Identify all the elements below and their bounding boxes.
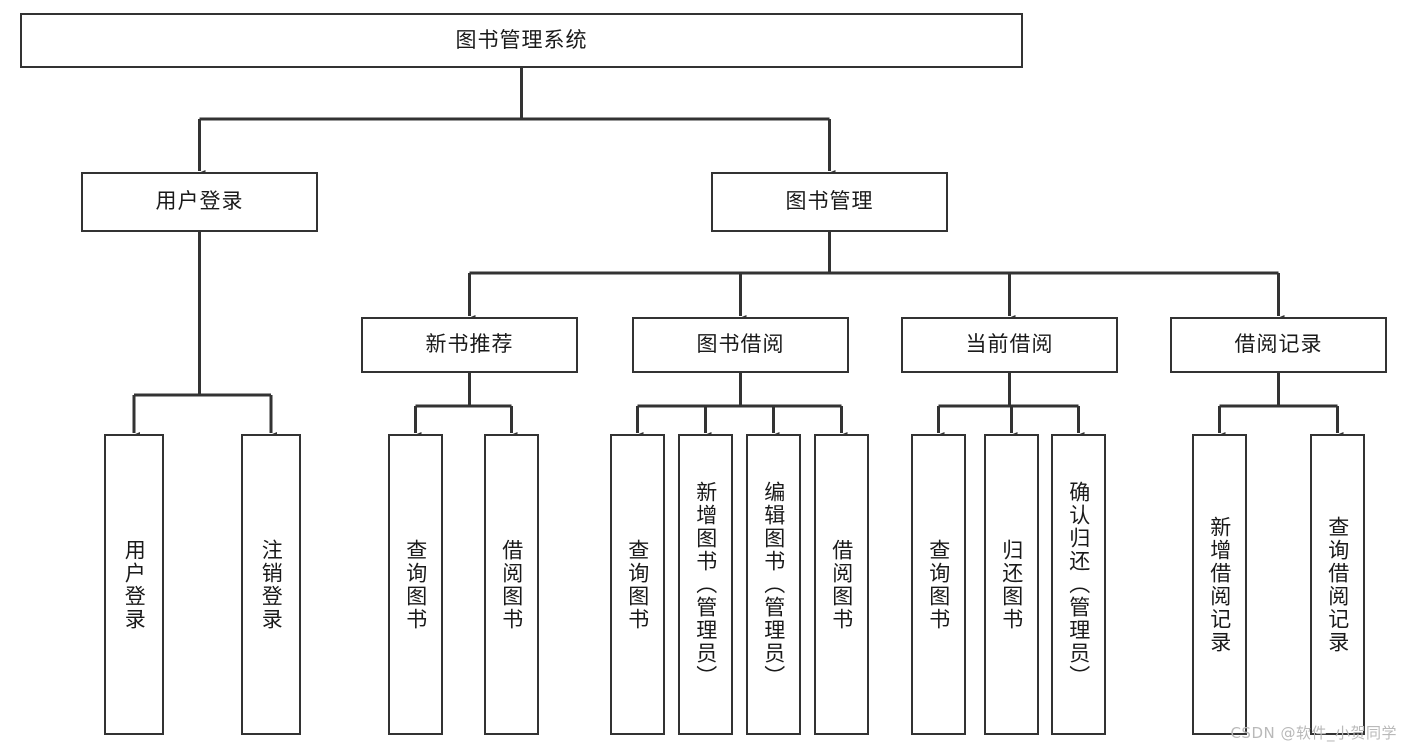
node-label: 编辑图书（管理员） [761,481,786,688]
node-leaf-return-book[interactable]: 归还图书 [984,434,1039,735]
node-borrow-record[interactable]: 借阅记录 [1170,317,1387,373]
node-label: 确认归还（管理员） [1066,481,1091,688]
node-current-borrow[interactable]: 当前借阅 [901,317,1118,373]
csdn-watermark: CSDN @软件_小贺同学 [1230,724,1397,742]
node-label: 查询图书 [926,538,951,631]
node-label: 用户登录 [122,538,147,631]
node-leaf-borrow-book-2[interactable]: 借阅图书 [814,434,869,735]
node-root[interactable]: 图书管理系统 [20,13,1023,68]
node-user-login[interactable]: 用户登录 [81,172,318,232]
node-label: 归还图书 [999,538,1024,631]
node-leaf-borrow-book-1[interactable]: 借阅图书 [484,434,539,735]
node-leaf-confirm-return[interactable]: 确认归还（管理员） [1051,434,1106,735]
node-leaf-query-book-1[interactable]: 查询图书 [388,434,443,735]
node-label: 借阅图书 [829,538,854,631]
node-label: 借阅记录 [1234,332,1323,357]
node-book-manage[interactable]: 图书管理 [711,172,948,232]
node-label: 用户登录 [155,189,244,214]
node-leaf-query-book-3[interactable]: 查询图书 [911,434,966,735]
node-leaf-add-book[interactable]: 新增图书（管理员） [678,434,733,735]
node-leaf-query-record[interactable]: 查询借阅记录 [1310,434,1365,735]
node-label: 借阅图书 [499,538,524,631]
node-label: 查询图书 [625,538,650,631]
node-leaf-query-book-2[interactable]: 查询图书 [610,434,665,735]
node-label: 查询借阅记录 [1325,515,1350,654]
node-label: 图书管理系统 [455,27,588,52]
node-leaf-edit-book[interactable]: 编辑图书（管理员） [746,434,801,735]
node-label: 图书借阅 [696,332,785,357]
node-leaf-add-record[interactable]: 新增借阅记录 [1192,434,1247,735]
node-label: 注销登录 [259,538,284,631]
node-book-borrow[interactable]: 图书借阅 [632,317,849,373]
node-label: 新增借阅记录 [1207,515,1232,654]
node-label: 当前借阅 [965,332,1054,357]
node-label: 新增图书（管理员） [693,481,718,688]
node-leaf-user-login[interactable]: 用户登录 [104,434,164,735]
node-new-book-rec[interactable]: 新书推荐 [361,317,578,373]
node-label: 新书推荐 [425,332,514,357]
node-leaf-logout[interactable]: 注销登录 [241,434,301,735]
node-label: 查询图书 [403,538,428,631]
node-label: 图书管理 [785,189,874,214]
